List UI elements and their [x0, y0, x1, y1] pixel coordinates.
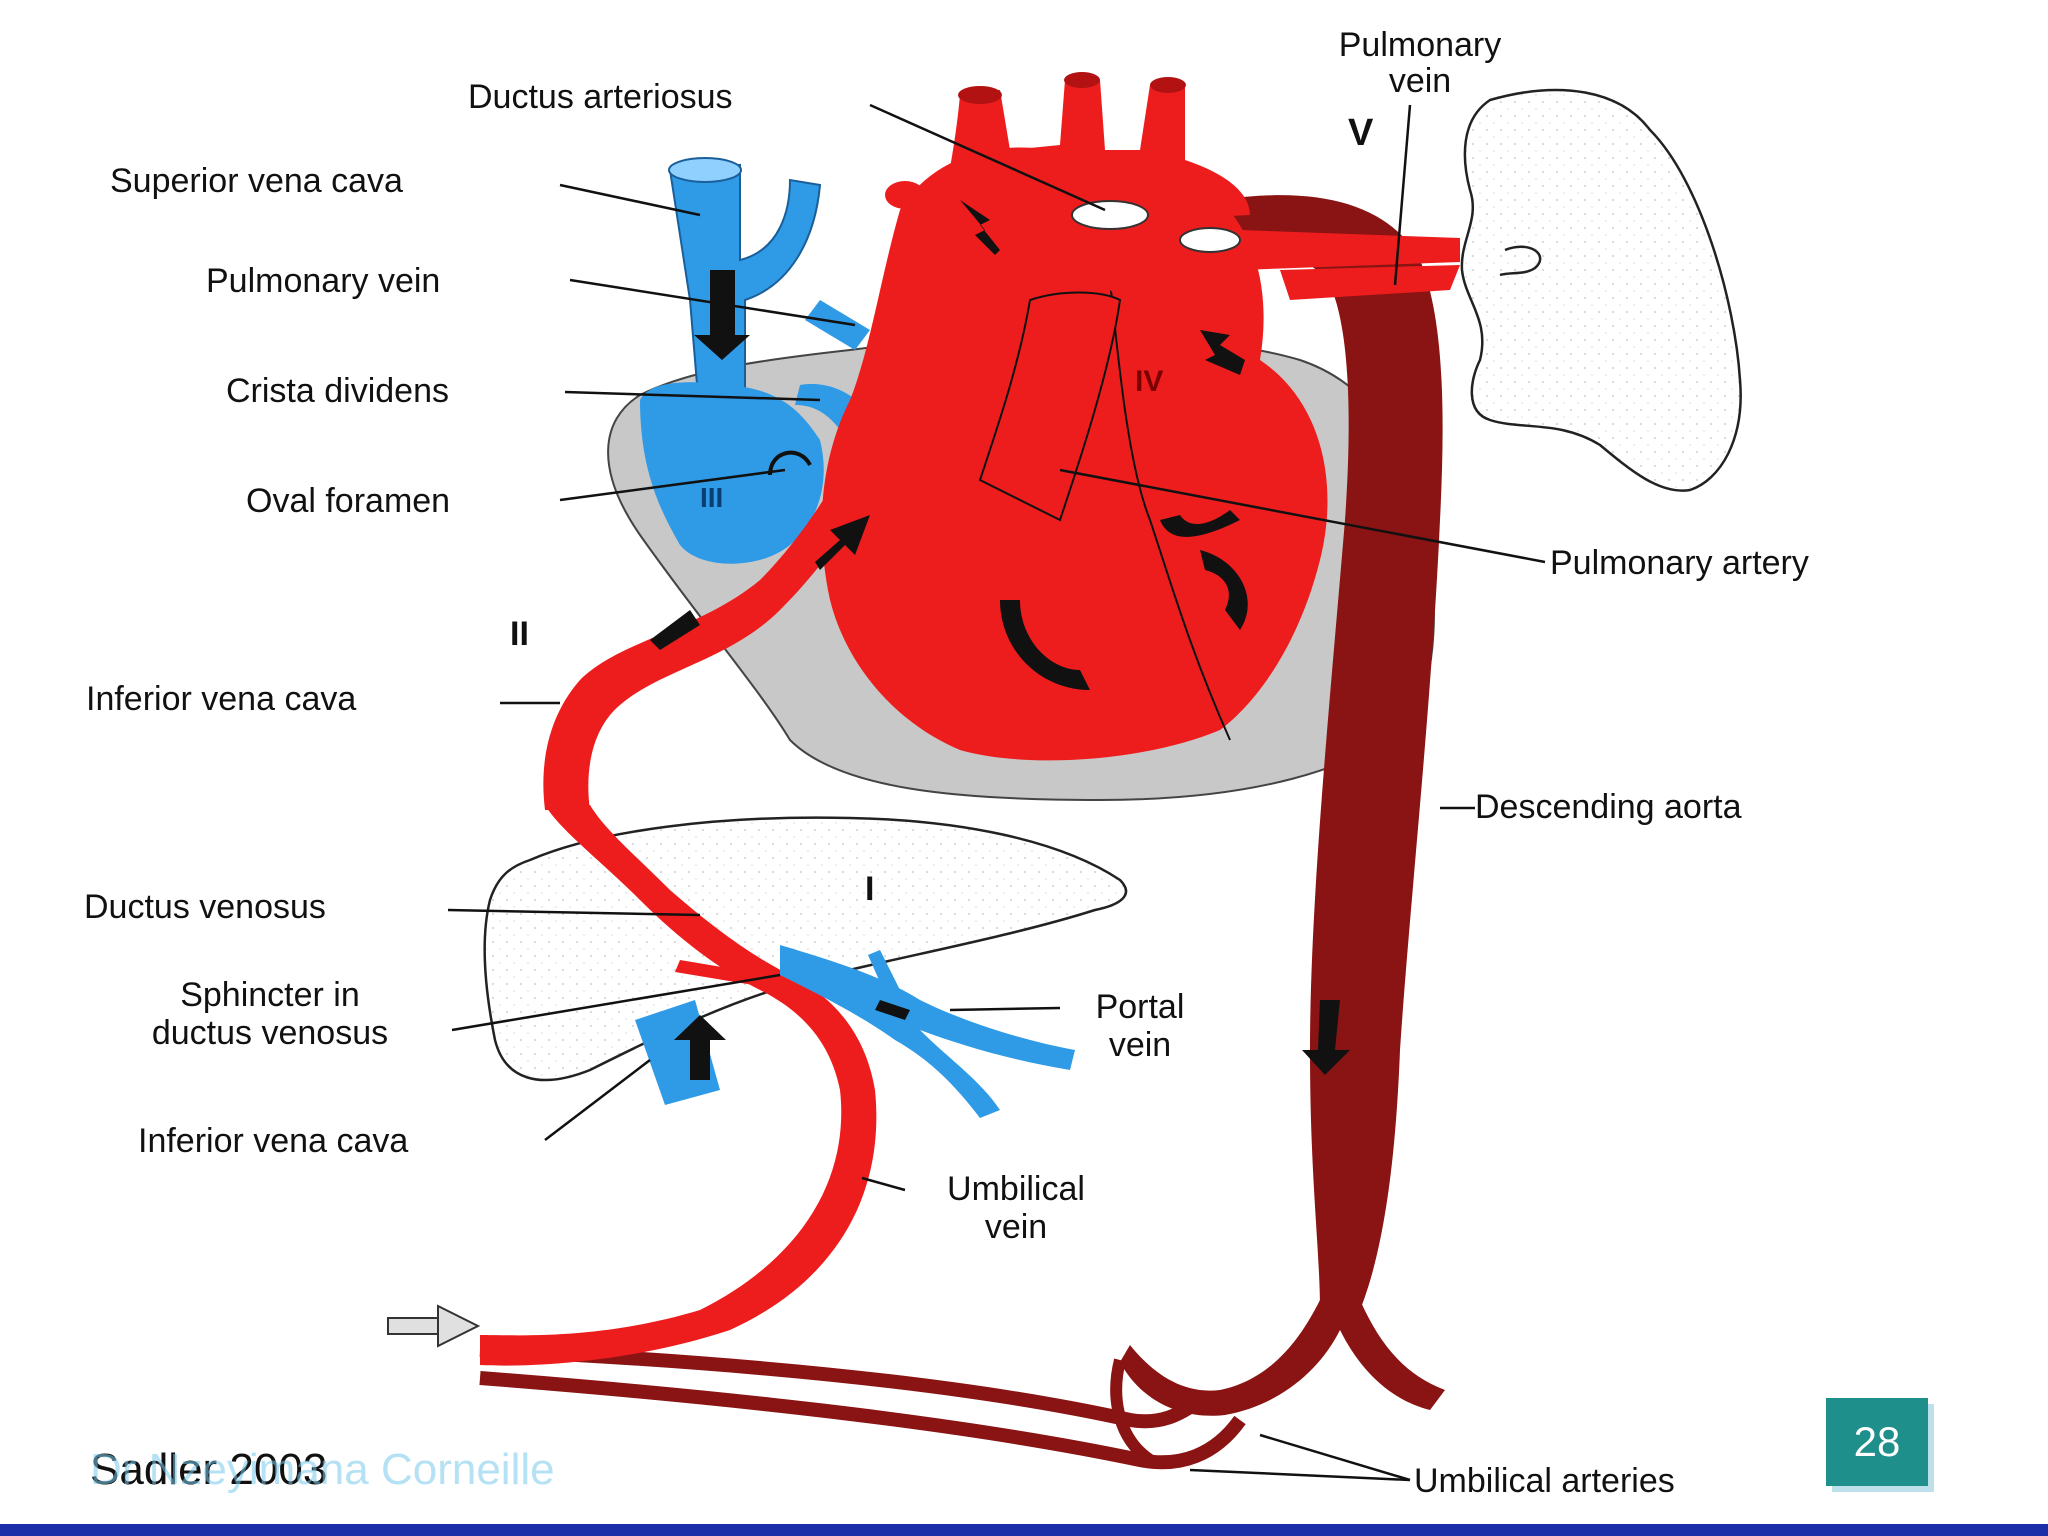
label-superior-vena-cava: Superior vena cava	[110, 162, 403, 200]
pulmonary-vein-left	[805, 300, 870, 350]
ductus-arteriosus-vessel	[1050, 220, 1460, 300]
vessel-opening-1	[958, 86, 1002, 104]
inferior-vena-cava-upper	[543, 430, 895, 810]
svc-opening	[668, 157, 742, 183]
region-marker-iv: IV	[1135, 365, 1164, 398]
label-umbilical-vein-line2: vein	[984, 1208, 1048, 1246]
umbilical-artery-3	[1110, 1358, 1154, 1465]
oval-foramen-marker	[768, 450, 812, 476]
aortic-arch-vessels	[940, 80, 1250, 230]
region-marker-v: V	[1348, 112, 1374, 154]
ductus-venosus	[480, 805, 877, 1366]
label-crista-dividens: Crista dividens	[226, 372, 449, 410]
liver-branch	[600, 850, 640, 880]
vessel-opening-3	[1150, 77, 1186, 93]
label-sphincter-line1: Sphincter in	[180, 976, 360, 1014]
pulmonary-vein-right-vessel	[1280, 265, 1460, 300]
footer-credit: Sadler 2003	[90, 1445, 328, 1494]
descending-aorta	[1220, 195, 1443, 1310]
label-portal-vein-line2: vein	[1108, 1026, 1172, 1064]
label-pulmonary-vein-top-line2: vein	[1388, 62, 1452, 100]
lung-bronchus	[1499, 245, 1542, 277]
umbilical-artery-2	[479, 1371, 1246, 1470]
right-atrium	[640, 382, 824, 564]
superior-vena-cava	[668, 163, 822, 421]
page-number: 28	[1826, 1398, 1928, 1486]
umbilical-inflow-arrow	[387, 1304, 481, 1348]
vessel-opening-2	[1064, 72, 1100, 88]
lung	[1460, 88, 1742, 492]
label-pulmonary-vein-left: Pulmonary vein	[206, 262, 441, 300]
region-marker-ii: II	[510, 615, 529, 653]
leader-lines	[447, 103, 1546, 1482]
label-inferior-vena-cava-upper: Inferior vena cava	[86, 680, 357, 718]
label-ductus-arteriosus: Ductus arteriosus	[468, 78, 733, 116]
aorta-bifurcation	[1120, 1300, 1445, 1416]
label-inferior-vena-cava-lower: Inferior vena cava	[138, 1122, 409, 1160]
portal-vein	[780, 945, 1075, 1118]
label-ductus-venosus: Ductus venosus	[84, 888, 326, 926]
opening-b	[1179, 227, 1241, 253]
label-umbilical-arteries: Umbilical arteries	[1414, 1462, 1675, 1500]
vessel-stub	[885, 181, 925, 209]
label-oval-foramen: Oval foramen	[246, 482, 451, 520]
label-umbilical-vein-line1: Umbilical	[947, 1170, 1085, 1208]
label-pulmonary-vein-top-line1: Pulmonary	[1338, 26, 1502, 64]
region-marker-i: I	[865, 870, 875, 908]
opening-a	[1071, 200, 1149, 230]
label-descending-aorta: Descending aorta	[1475, 788, 1742, 826]
ventricular-septum	[1109, 279, 1231, 741]
label-pulmonary-artery: Pulmonary artery	[1550, 544, 1809, 582]
label-portal-vein-line1: Portal	[1095, 988, 1185, 1026]
umbilical-artery-1	[479, 1343, 1205, 1429]
sphincter-vessel	[675, 960, 800, 992]
flow-arrows	[650, 200, 1350, 1080]
pulmonary-artery-trunk	[978, 291, 1122, 522]
label-sphincter-line2: ductus venosus	[151, 1014, 389, 1052]
region-marker-iii: III	[700, 482, 724, 513]
portal-vein-branch	[868, 950, 905, 1005]
bottom-bar	[0, 1524, 2048, 1536]
footer-author: Dr Nzeyimana Corneille	[90, 1445, 555, 1494]
